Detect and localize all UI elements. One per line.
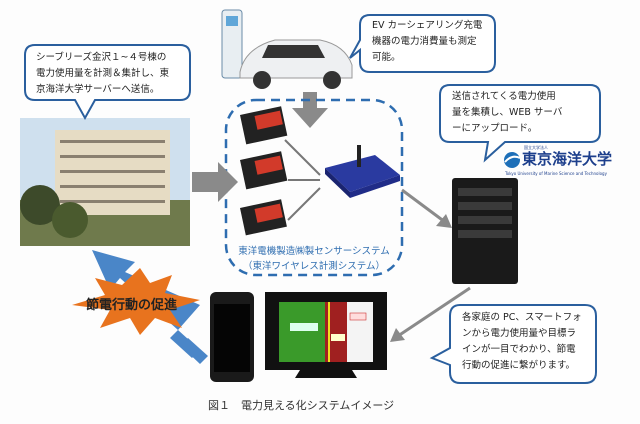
home-callout-text: 各家庭の PC、スマートフォ ンから電力使用量や目標ラ インが一目でわかり、節電… <box>462 312 582 371</box>
logo-english: Tokyo University of Marine Science and T… <box>505 171 607 176</box>
monitor-image <box>265 292 387 378</box>
receiver-to-server-arrow <box>401 188 452 228</box>
tumsat-logo-mark <box>504 152 521 168</box>
home-callout-bubble <box>429 304 597 384</box>
sensor-arrows <box>284 139 321 221</box>
logo-small-text: 国立大学法人 <box>524 145 548 150</box>
server-image <box>452 178 518 284</box>
ev-charger-car-image <box>221 9 353 89</box>
sensor-system-label: 東洋電機製造㈱製センサーシステム （東洋ワイヤレス計測システム） <box>238 246 390 272</box>
building-to-sensor-arrow <box>192 162 238 202</box>
building-callout-text: シーブリーズ金沢１~４号棟の 電力使用量を計測＆集計し、東 京海洋大学サーバーへ… <box>36 52 170 95</box>
ev-callout-bubble <box>349 14 496 73</box>
server-callout-text: 送信されてくる電力使用 量を集積し、WEB サーバ ーにアップロード。 <box>452 91 563 134</box>
logo-name: 東京海洋大学 <box>522 150 613 168</box>
apartment-building-image <box>20 118 190 246</box>
promotion-label: 節電行動の促進 <box>86 298 178 313</box>
down-arrow <box>292 92 328 128</box>
ev-callout-text: EV カーシェアリング充電 機器の電力消費量も測定 可能。 <box>372 20 483 63</box>
smartphone-image <box>210 292 254 382</box>
figure-caption: 図１ 電力見える化システムイメージ <box>208 399 395 412</box>
starburst-shape <box>72 268 200 335</box>
sensor-devices <box>240 106 288 236</box>
server-to-monitor-arrow <box>390 286 471 342</box>
wireless-receiver-device <box>325 145 400 198</box>
building-callout-bubble <box>24 44 191 121</box>
server-callout-bubble <box>439 84 601 163</box>
